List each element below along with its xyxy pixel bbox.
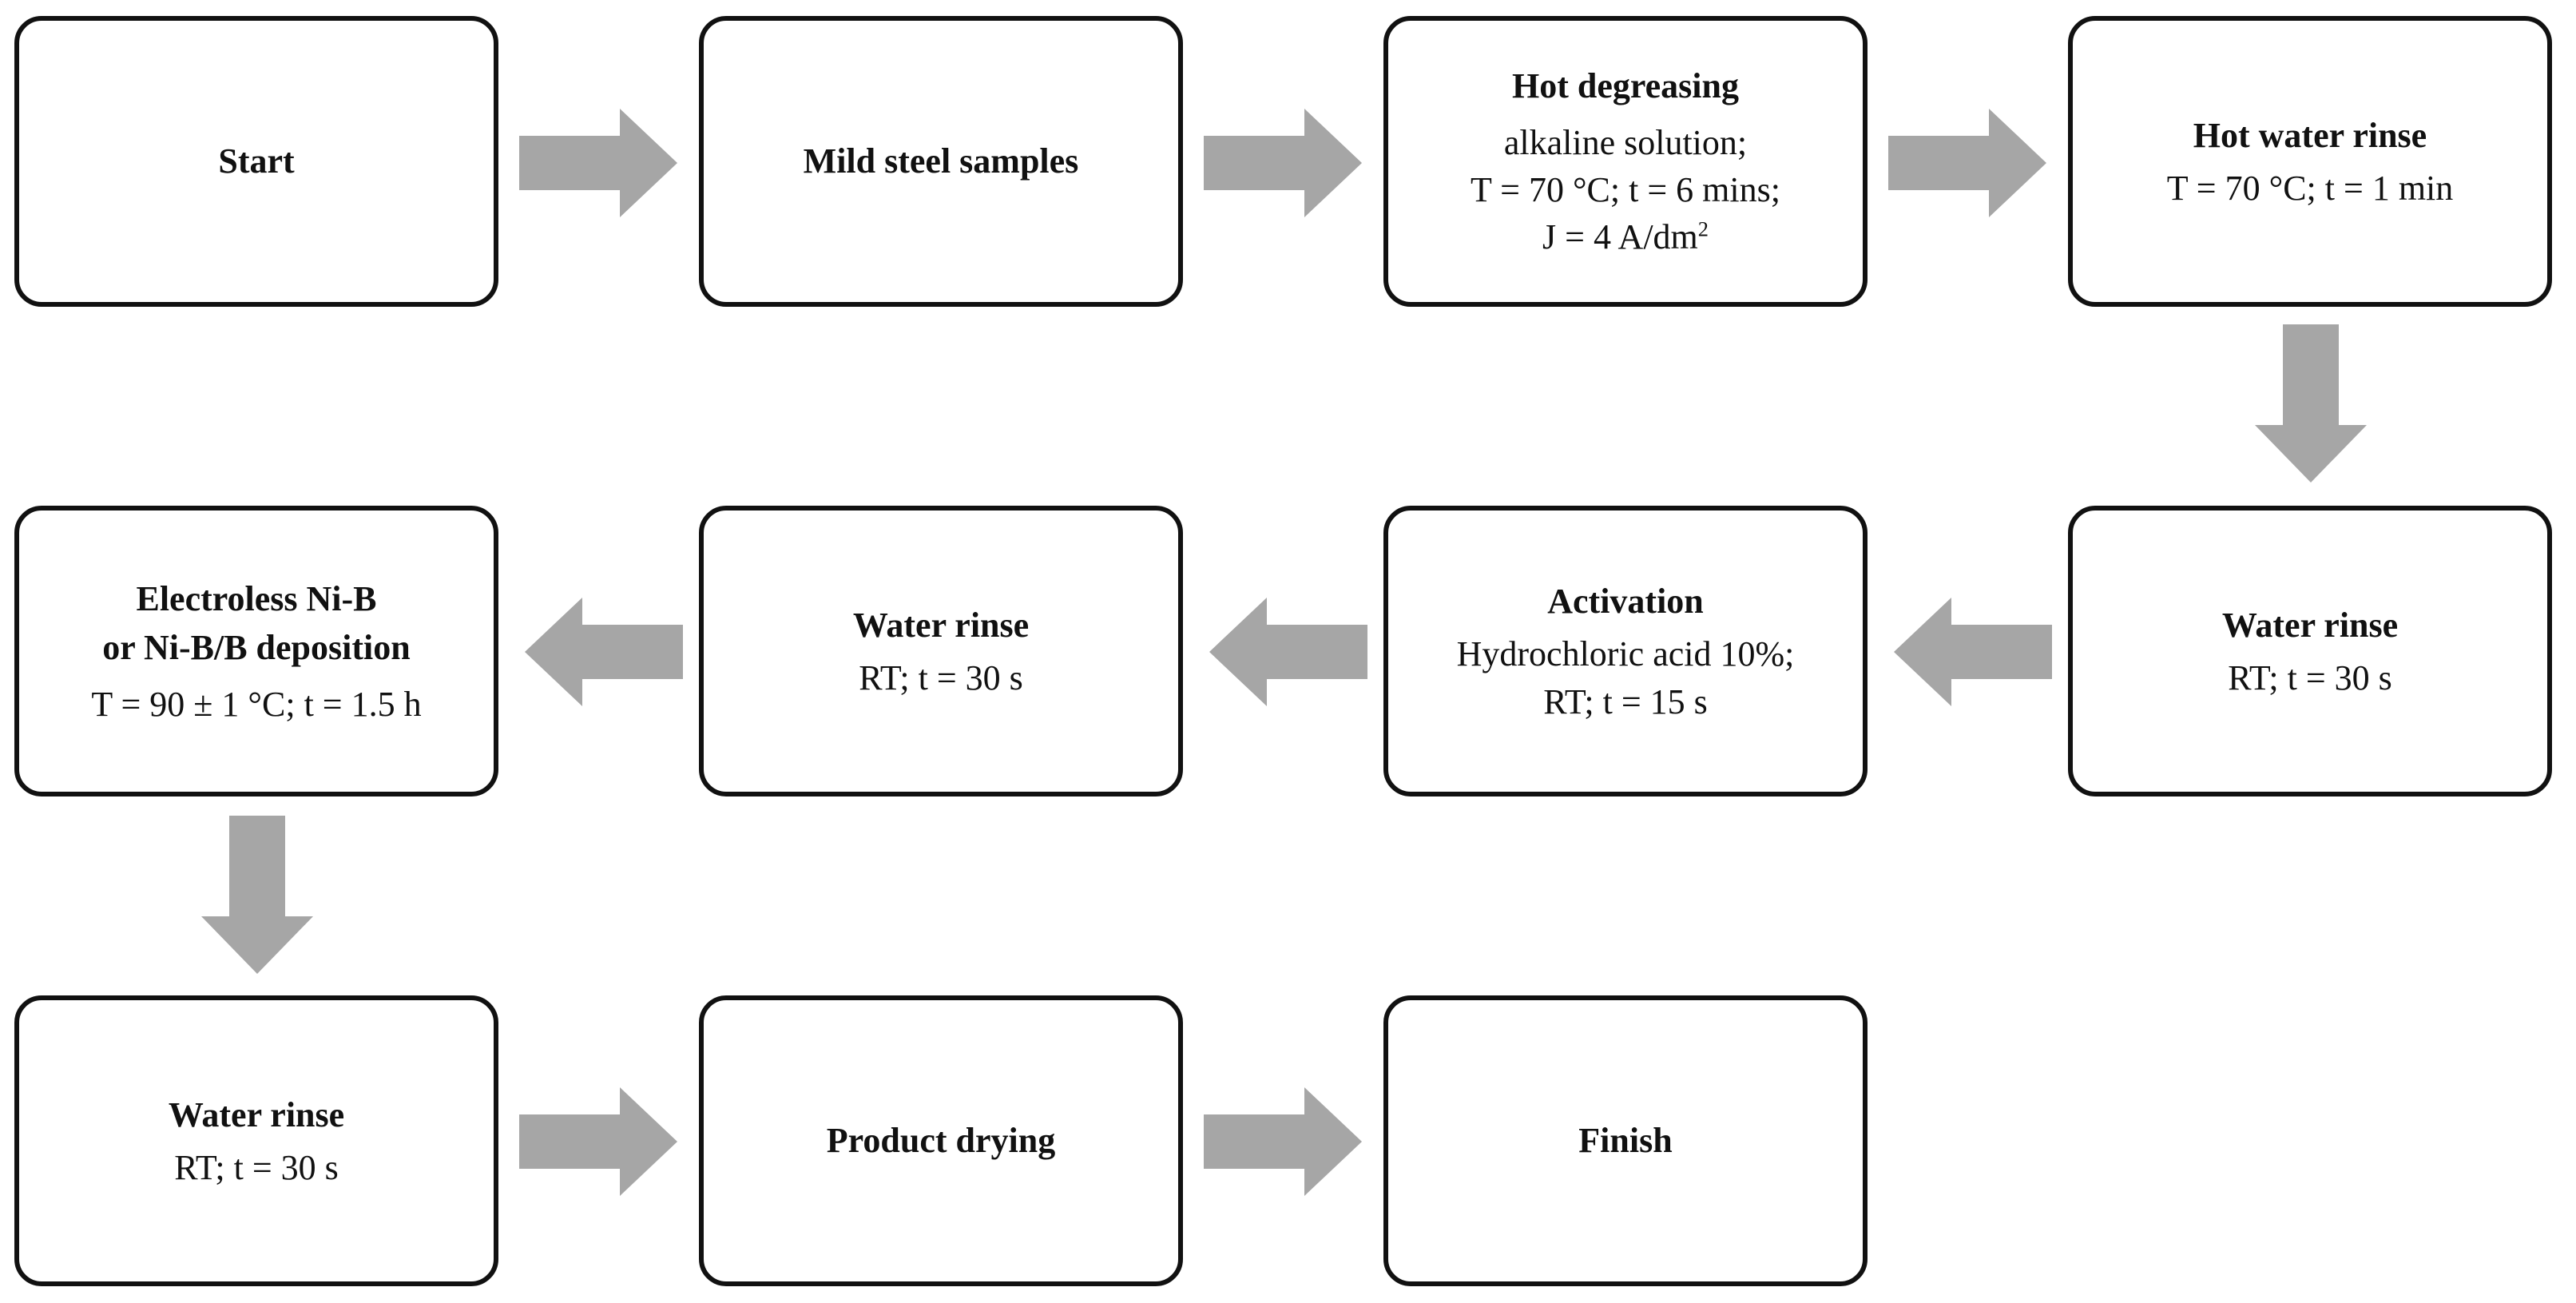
step-hot-water-rinse: Hot water rinse T = 70 °C; t = 1 min	[2068, 16, 2552, 307]
step-water-rinse-2: Water rinse RT; t = 30 s	[699, 506, 1183, 796]
step-mild-steel-samples: Mild steel samples	[699, 16, 1183, 307]
detail-line: RT; t = 15 s	[1543, 681, 1708, 721]
arrow-shape	[1204, 109, 1362, 217]
arrow-down-icon	[201, 816, 313, 974]
arrow-shape	[1204, 1087, 1362, 1196]
step-water-rinse-3: Water rinse RT; t = 30 s	[14, 995, 498, 1286]
arrow-left-icon	[1209, 598, 1367, 706]
step-finish: Finish	[1383, 995, 1868, 1286]
step-detail: Hydrochloric acid 10%; RT; t = 15 s	[1457, 630, 1795, 725]
step-title: Start	[218, 141, 295, 181]
detail-line: alkaline solution;	[1503, 122, 1748, 162]
step-title: Water rinse	[852, 605, 1030, 645]
step-detail: RT; t = 30 s	[859, 658, 1023, 698]
arrow-shape	[2255, 324, 2367, 483]
arrow-down-icon	[2255, 324, 2367, 483]
step-detail: RT; t = 30 s	[2228, 658, 2392, 698]
arrow-shape	[1888, 109, 2046, 217]
arrow-right-icon	[1204, 109, 1362, 217]
detail-line: T = 70 °C; t = 6 mins;	[1471, 170, 1780, 210]
step-activation: Activation Hydrochloric acid 10%; RT; t …	[1383, 506, 1868, 796]
step-title: Water rinse	[2221, 605, 2399, 645]
title-line: or Ni-B/B deposition	[102, 628, 411, 668]
detail-line: J = 4 A/dm2	[1471, 213, 1780, 260]
arrow-shape	[519, 1087, 677, 1196]
step-product-drying: Product drying	[699, 995, 1183, 1286]
arrow-shape	[1894, 598, 2052, 706]
step-water-rinse-1: Water rinse RT; t = 30 s	[2068, 506, 2552, 796]
step-electroless-deposition: Electroless Ni-B or Ni-B/B deposition T …	[14, 506, 498, 796]
step-hot-degreasing: Hot degreasing alkaline solution; T = 70…	[1383, 16, 1868, 307]
step-detail: RT; t = 30 s	[174, 1148, 339, 1188]
arrow-left-icon	[1894, 598, 2052, 706]
detail-line: Hydrochloric acid 10%;	[1456, 634, 1795, 674]
arrow-right-icon	[519, 1087, 677, 1196]
arrow-shape	[1209, 598, 1367, 706]
arrow-right-icon	[1888, 109, 2046, 217]
title-line: Electroless Ni-B	[136, 578, 377, 618]
current-density-text: J = 4 A/dm	[1542, 217, 1698, 257]
step-detail: T = 70 °C; t = 1 min	[2166, 169, 2454, 209]
step-title: Product drying	[826, 1121, 1056, 1161]
step-title: Finish	[1578, 1121, 1673, 1161]
step-detail: alkaline solution; T = 70 °C; t = 6 mins…	[1471, 119, 1780, 261]
arrow-left-icon	[525, 598, 683, 706]
arrow-right-icon	[519, 109, 677, 217]
step-title: Activation	[1547, 581, 1704, 621]
step-title: Hot degreasing	[1512, 66, 1739, 106]
arrow-right-icon	[1204, 1087, 1362, 1196]
arrow-shape	[201, 816, 313, 974]
step-start: Start	[14, 16, 498, 307]
superscript: 2	[1697, 217, 1709, 241]
step-title: Hot water rinse	[2193, 115, 2427, 155]
step-title: Electroless Ni-B or Ni-B/B deposition	[102, 574, 410, 673]
arrow-shape	[525, 598, 683, 706]
step-title: Water rinse	[168, 1094, 345, 1134]
arrow-shape	[519, 109, 677, 217]
step-detail: T = 90 ± 1 °C; t = 1.5 h	[91, 684, 422, 724]
step-title: Mild steel samples	[803, 141, 1079, 181]
